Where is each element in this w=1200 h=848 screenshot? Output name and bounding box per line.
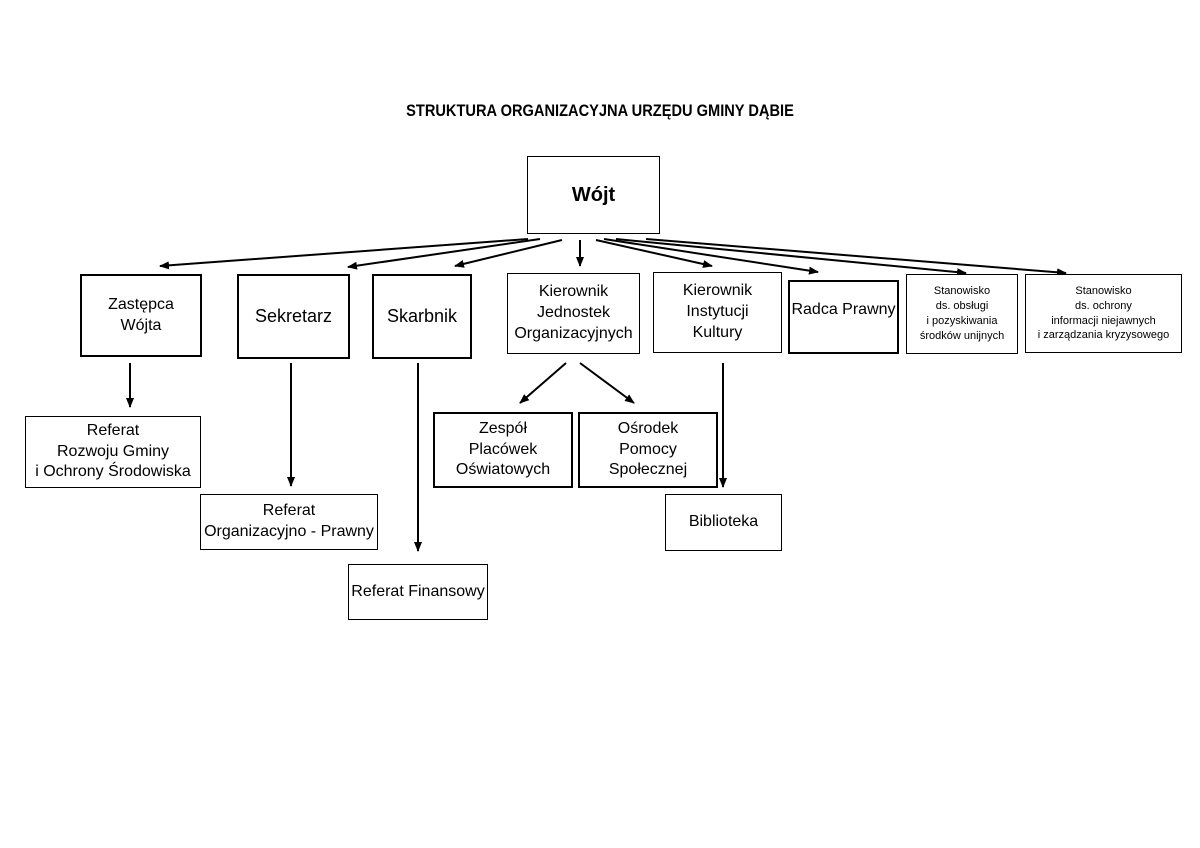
node-wojt: Wójt (527, 156, 660, 234)
arrow-to-zastepca (159, 238, 529, 270)
node-osrodek-pomocy: Ośrodek Pomocy Społecznej (578, 412, 718, 488)
node-sekretarz: Sekretarz (237, 274, 350, 359)
node-stanowisko-unijne: Stanowisko ds. obsługi i pozyskiwania śr… (906, 274, 1018, 354)
node-kierownik-kultury: Kierownik Instytucji Kultury (653, 272, 782, 353)
arrow-to-stanowisko-kryzys (645, 238, 1067, 277)
node-biblioteka: Biblioteka (665, 494, 782, 551)
node-referat-finansowy: Referat Finansowy (348, 564, 488, 620)
arrow-to-osrodek (579, 362, 635, 404)
node-zespol-placowek: Zespół Placówek Oświatowych (433, 412, 573, 488)
arrow-to-radca (603, 238, 819, 275)
node-kierownik-jednostek: Kierownik Jednostek Organizacyjnych (507, 273, 640, 354)
node-skarbnik: Skarbnik (372, 274, 472, 359)
chart-title: STRUKTURA ORGANIZACYJNA URZĘDU GMINY DĄB… (406, 101, 794, 120)
node-radca-prawny: Radca Prawny (788, 280, 899, 354)
arrow-to-zespol (519, 362, 567, 404)
arrow-to-skarbnik (454, 239, 563, 268)
arrow-to-sekretarz (347, 238, 541, 270)
arrow-to-stanowisko-unijne (615, 238, 967, 277)
node-stanowisko-kryzys: Stanowisko ds. ochrony informacji niejaw… (1025, 274, 1182, 353)
arrow-to-kierownik-kultury (595, 239, 713, 268)
node-zastepca-wojta: Zastępca Wójta (80, 274, 202, 357)
node-referat-organizacyjny: Referat Organizacyjno - Prawny (200, 494, 378, 550)
node-referat-rozwoju: Referat Rozwoju Gminy i Ochrony Środowis… (25, 416, 201, 488)
